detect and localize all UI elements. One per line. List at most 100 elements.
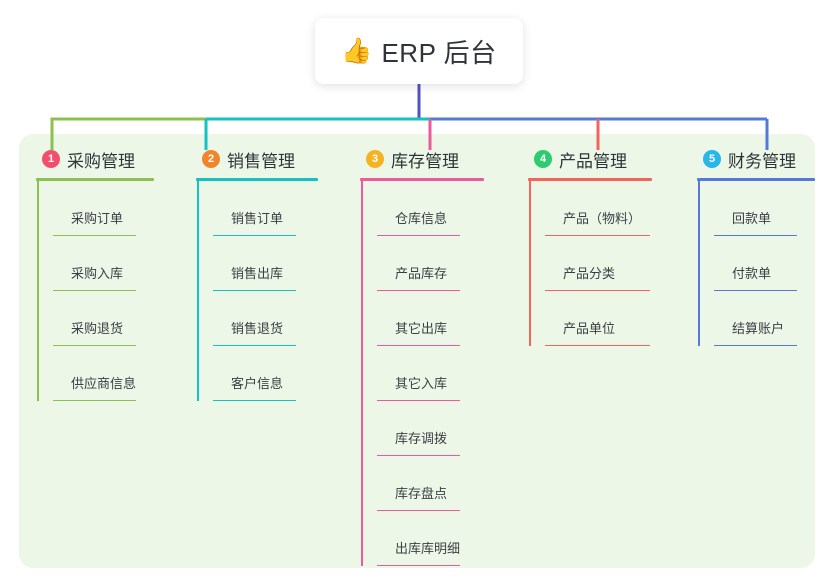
leaf-node[interactable]: 供应商信息	[53, 346, 154, 401]
leaf-node[interactable]: 客户信息	[213, 346, 318, 401]
leaf-node-rule	[53, 234, 136, 236]
branch-spine	[361, 181, 363, 566]
branch-title: 产品管理	[559, 151, 627, 171]
leaf-node-label: 回款单	[732, 211, 772, 226]
leaf-node-rule	[213, 344, 296, 346]
branch-leaf-list: 仓库信息产品库存其它出库其它入库库存调拨库存盘点出库库明细	[360, 181, 484, 566]
leaf-node-rule	[213, 289, 296, 291]
leaf-node-rule	[53, 289, 136, 291]
leaf-node[interactable]: 出库库明细	[377, 511, 484, 566]
leaf-node[interactable]: 结算账户	[714, 291, 815, 346]
branch-header-rule	[528, 178, 652, 181]
branch-leaf-list: 销售订单销售出库销售退货客户信息	[196, 181, 318, 401]
branch-index-badge: 3	[366, 150, 384, 168]
branch-title: 财务管理	[728, 151, 796, 171]
leaf-node-label: 销售出库	[231, 266, 284, 281]
leaf-node-rule	[377, 289, 460, 291]
leaf-node[interactable]: 销售退货	[213, 291, 318, 346]
branch-header-rule	[360, 178, 484, 181]
leaf-node-rule	[714, 344, 797, 346]
leaf-node-rule	[53, 399, 136, 401]
branch-title: 库存管理	[391, 151, 459, 171]
leaf-node-rule	[53, 344, 136, 346]
branch-header-4[interactable]: 4 产品管理	[528, 146, 652, 172]
leaf-node[interactable]: 付款单	[714, 236, 815, 291]
leaf-node-label: 出库库明细	[395, 541, 461, 556]
branch-spine	[698, 181, 700, 346]
leaf-node-rule	[377, 564, 460, 566]
thumbs-up-emoji: 👍	[341, 36, 373, 65]
leaf-node[interactable]: 产品（物料）	[545, 181, 652, 236]
leaf-node-label: 产品单位	[563, 321, 616, 336]
leaf-node-label: 仓库信息	[395, 211, 448, 226]
branch-index-badge: 2	[202, 150, 220, 168]
leaf-node[interactable]: 产品库存	[377, 236, 484, 291]
root-node[interactable]: 👍 ERP 后台	[315, 18, 523, 84]
leaf-node-label: 产品分类	[563, 266, 616, 281]
branch-spine	[197, 181, 199, 401]
branch-leaf-list: 采购订单采购入库采购退货供应商信息	[36, 181, 154, 401]
leaf-node-label: 库存调拨	[395, 431, 448, 446]
leaf-node[interactable]: 采购退货	[53, 291, 154, 346]
branch-column-4: 4 产品管理产品（物料） 产品分类产品单位	[528, 146, 652, 346]
branch-header-2[interactable]: 2 销售管理	[196, 146, 318, 172]
leaf-node-label: 客户信息	[231, 376, 284, 391]
leaf-node-label: 付款单	[732, 266, 772, 281]
branch-title: 采购管理	[67, 151, 135, 171]
leaf-node[interactable]: 库存调拨	[377, 401, 484, 456]
branch-column-3: 3 库存管理仓库信息产品库存其它出库其它入库库存调拨库存盘点出库库明细	[360, 146, 484, 566]
branch-header-5[interactable]: 5 财务管理	[697, 146, 815, 172]
branch-spine	[37, 181, 39, 401]
leaf-node-rule	[377, 509, 460, 511]
leaf-node-label: 其它入库	[395, 376, 448, 391]
branch-leaf-list: 产品（物料） 产品分类产品单位	[528, 181, 652, 346]
leaf-node-rule	[714, 234, 797, 236]
leaf-node[interactable]: 其它入库	[377, 346, 484, 401]
branch-index-badge: 4	[534, 150, 552, 168]
branch-header-rule	[36, 178, 154, 181]
leaf-node-label: 产品库存	[395, 266, 448, 281]
leaf-node-rule	[377, 344, 460, 346]
leaf-node[interactable]: 销售出库	[213, 236, 318, 291]
leaf-node-label: 采购退货	[71, 321, 124, 336]
branch-header-rule	[196, 178, 318, 181]
branch-spine	[529, 181, 531, 346]
branch-title: 销售管理	[227, 151, 295, 171]
root-node-label: ERP 后台	[381, 37, 497, 68]
branch-index-badge: 5	[703, 150, 721, 168]
leaf-node-rule	[545, 344, 650, 346]
leaf-node[interactable]: 销售订单	[213, 181, 318, 236]
leaf-node-label: 供应商信息	[71, 376, 137, 391]
leaf-node-label: 其它出库	[395, 321, 448, 336]
leaf-node-label: 结算账户	[732, 321, 785, 336]
branch-column-2: 2 销售管理销售订单销售出库销售退货客户信息	[196, 146, 318, 401]
leaf-node[interactable]: 回款单	[714, 181, 815, 236]
leaf-node-rule	[213, 399, 296, 401]
branch-column-5: 5 财务管理回款单付款单结算账户	[697, 146, 815, 346]
leaf-node-rule	[213, 234, 296, 236]
leaf-node[interactable]: 产品单位	[545, 291, 652, 346]
leaf-node-rule	[377, 399, 460, 401]
leaf-node[interactable]: 其它出库	[377, 291, 484, 346]
leaf-node-rule	[545, 234, 650, 236]
leaf-node[interactable]: 采购入库	[53, 236, 154, 291]
leaf-node[interactable]: 仓库信息	[377, 181, 484, 236]
leaf-node-label: 采购订单	[71, 211, 124, 226]
leaf-node[interactable]: 采购订单	[53, 181, 154, 236]
leaf-node-label: 库存盘点	[395, 486, 448, 501]
branch-header-3[interactable]: 3 库存管理	[360, 146, 484, 172]
branch-background-panel	[19, 134, 815, 568]
leaf-node-label: 销售退货	[231, 321, 284, 336]
leaf-node[interactable]: 库存盘点	[377, 456, 484, 511]
leaf-node-label: 采购入库	[71, 266, 124, 281]
branch-leaf-list: 回款单付款单结算账户	[697, 181, 815, 346]
branch-header-rule	[697, 178, 815, 181]
leaf-node-rule	[545, 289, 650, 291]
leaf-node[interactable]: 产品分类	[545, 236, 652, 291]
leaf-node-rule	[377, 454, 460, 456]
leaf-node-label: 产品（物料）	[563, 211, 642, 226]
leaf-node-label: 销售订单	[231, 211, 284, 226]
